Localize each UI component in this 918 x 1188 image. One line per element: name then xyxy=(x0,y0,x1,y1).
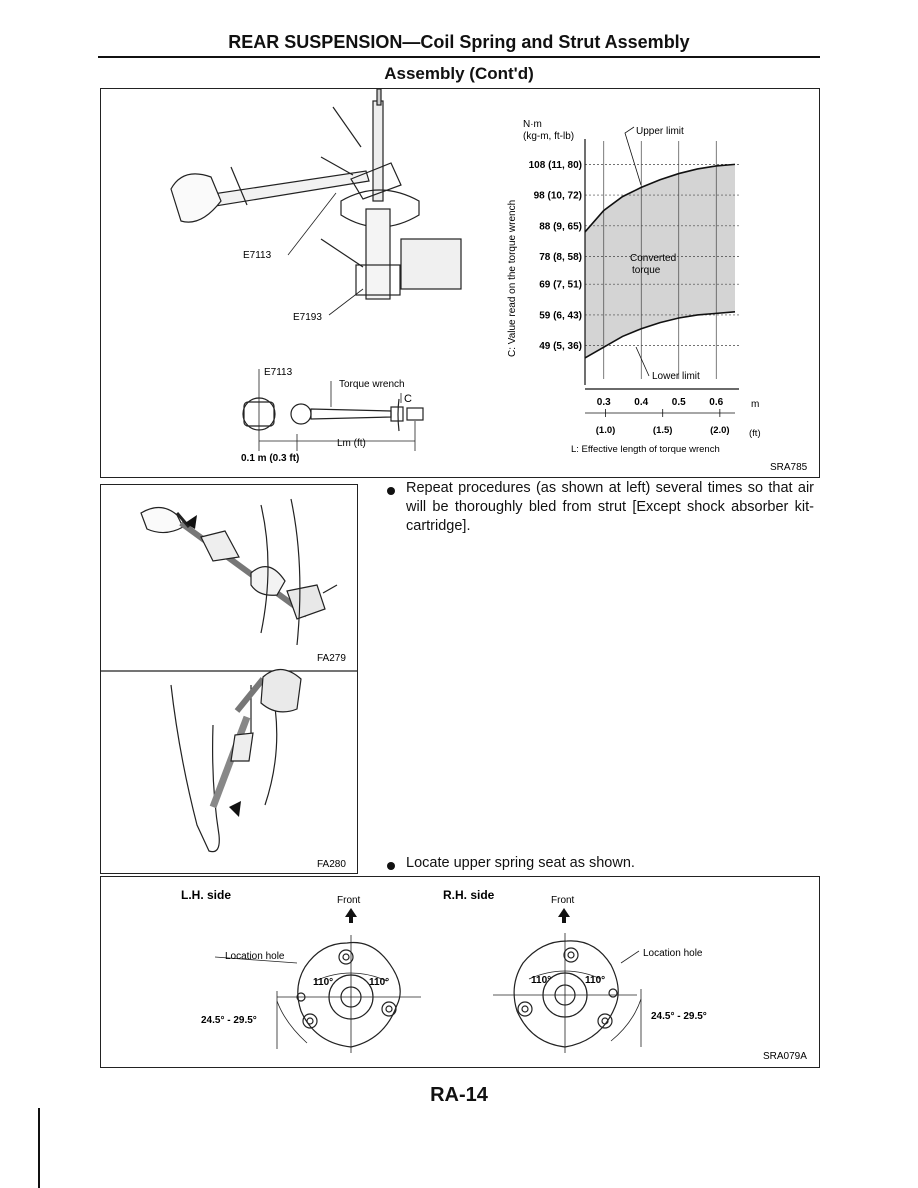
label-c: C xyxy=(404,393,412,405)
label-torque-wrench: Torque wrench xyxy=(339,379,405,390)
bullet-1-text: Repeat procedures (as shown at left) sev… xyxy=(406,480,814,534)
chart-y-unit-alt: (kg-m, ft-lb) xyxy=(523,131,574,142)
chart-x-unit: m xyxy=(751,399,759,410)
y-tick-label: 78 (8, 58) xyxy=(539,252,582,263)
y-tick-label: 59 (6, 43) xyxy=(539,310,582,321)
y-tick-label: 108 (11, 80) xyxy=(529,160,582,171)
x-tick-label-m: 0.3 xyxy=(597,397,611,408)
chart-plot-area: 108 (11, 80) 98 (10, 72) 88 (9, 65) 78 (8, … xyxy=(529,126,739,436)
label-e7113: E7113 xyxy=(243,250,272,261)
angle-range-rh: 24.5° - 29.5° xyxy=(651,1011,707,1022)
front-label-rh: Front xyxy=(551,895,575,906)
rh-side-label: R.H. side xyxy=(443,888,495,902)
x-tick-label-ft: (1.0) xyxy=(596,425,616,436)
strut-bleeding-illustration: FA279 FA280 xyxy=(101,498,357,870)
figure-id-sra785: SRA785 xyxy=(770,462,808,473)
header-rule xyxy=(98,56,820,58)
label-offset: 0.1 m (0.3 ft) xyxy=(241,453,299,464)
lh-side-label: L.H. side xyxy=(181,888,231,902)
upper-limit-curve xyxy=(584,163,736,233)
spring-seat-illustration: L.H. side R.H. side Front Front Location… xyxy=(181,888,807,1062)
chart-x-unit-ft: (ft) xyxy=(749,428,761,439)
angle-110-rh-right: 110° xyxy=(585,975,605,986)
converted-torque-label-2: torque xyxy=(632,265,661,276)
angle-110-rh-left: 110° xyxy=(531,975,551,986)
label-lm: Lm (ft) xyxy=(337,438,366,449)
figure-fa279-fa280-panel: FA279 FA280 xyxy=(100,484,358,874)
figure-sra785-illustration: E7113 E7193 E7113 Torque wrench C Lm (ft… xyxy=(170,88,808,473)
x-tick-label-m: 0.4 xyxy=(634,397,648,408)
y-tick-label: 49 (5, 36) xyxy=(539,341,582,352)
bullet-2-text: Locate upper spring seat as shown. xyxy=(406,855,635,871)
front-arrow-icon xyxy=(345,908,357,923)
bullet-2-dot xyxy=(387,862,395,870)
location-hole-label-lh: Location hole xyxy=(225,951,285,962)
converted-torque-band xyxy=(585,164,735,358)
upper-limit-label: Upper limit xyxy=(636,126,684,137)
binding-margin-line xyxy=(38,1108,40,1188)
chart-y-unit: N·m xyxy=(523,119,542,130)
x-tick-label-ft: (2.0) xyxy=(710,425,730,436)
angle-110-lh-left: 110° xyxy=(313,977,333,988)
location-hole-label-rh: Location hole xyxy=(643,948,703,959)
chart-y-axis-label: C: Value read on the torque wrench xyxy=(507,200,518,357)
figure-sra785-panel: E7113 E7193 E7113 Torque wrench C Lm (ft… xyxy=(100,88,820,478)
front-arrow-icon xyxy=(558,908,570,923)
rh-seat-diagram xyxy=(493,933,642,1053)
x-tick-label-m: 0.5 xyxy=(672,397,686,408)
bullet-1-dot xyxy=(387,487,395,495)
section-title: Assembly (Cont'd) xyxy=(384,64,534,83)
angle-110-lh-right: 110° xyxy=(369,977,389,988)
lh-seat-diagram xyxy=(214,935,421,1053)
front-label-lh: Front xyxy=(337,895,361,906)
y-tick-label: 88 (9, 65) xyxy=(539,221,582,232)
page-number: RA-14 xyxy=(430,1084,488,1106)
figure-sra079a-panel: L.H. side R.H. side Front Front Location… xyxy=(100,876,820,1068)
x-tick-label-m: 0.6 xyxy=(709,397,723,408)
label-e7193: E7193 xyxy=(293,312,322,323)
figure-id-fa279: FA279 xyxy=(317,653,346,664)
chart-x-axis-label: L: Effective length of torque wrench xyxy=(571,444,720,455)
torque-chart: N·m (kg-m, ft-lb) C: Value read on the t… xyxy=(507,119,761,455)
angle-range-lh: 24.5° - 29.5° xyxy=(201,1015,257,1026)
upper-limit-leader xyxy=(624,126,642,186)
converted-torque-label-1: Converted xyxy=(630,253,676,264)
label-e7113-diagram: E7113 xyxy=(264,367,293,378)
strut-wrench-sketch xyxy=(170,88,462,451)
y-tick-label: 98 (10, 72) xyxy=(534,191,582,202)
lower-limit-leader xyxy=(635,346,650,377)
x-tick-label-ft: (1.5) xyxy=(653,425,673,436)
page-header-title: REAR SUSPENSION—Coil Spring and Strut As… xyxy=(228,32,690,52)
y-tick-label: 69 (7, 51) xyxy=(539,280,582,291)
figure-id-sra079a: SRA079A xyxy=(763,1051,807,1062)
figure-id-fa280: FA280 xyxy=(317,859,346,870)
lower-limit-label: Lower limit xyxy=(652,371,700,382)
lower-limit-curve xyxy=(584,311,736,359)
